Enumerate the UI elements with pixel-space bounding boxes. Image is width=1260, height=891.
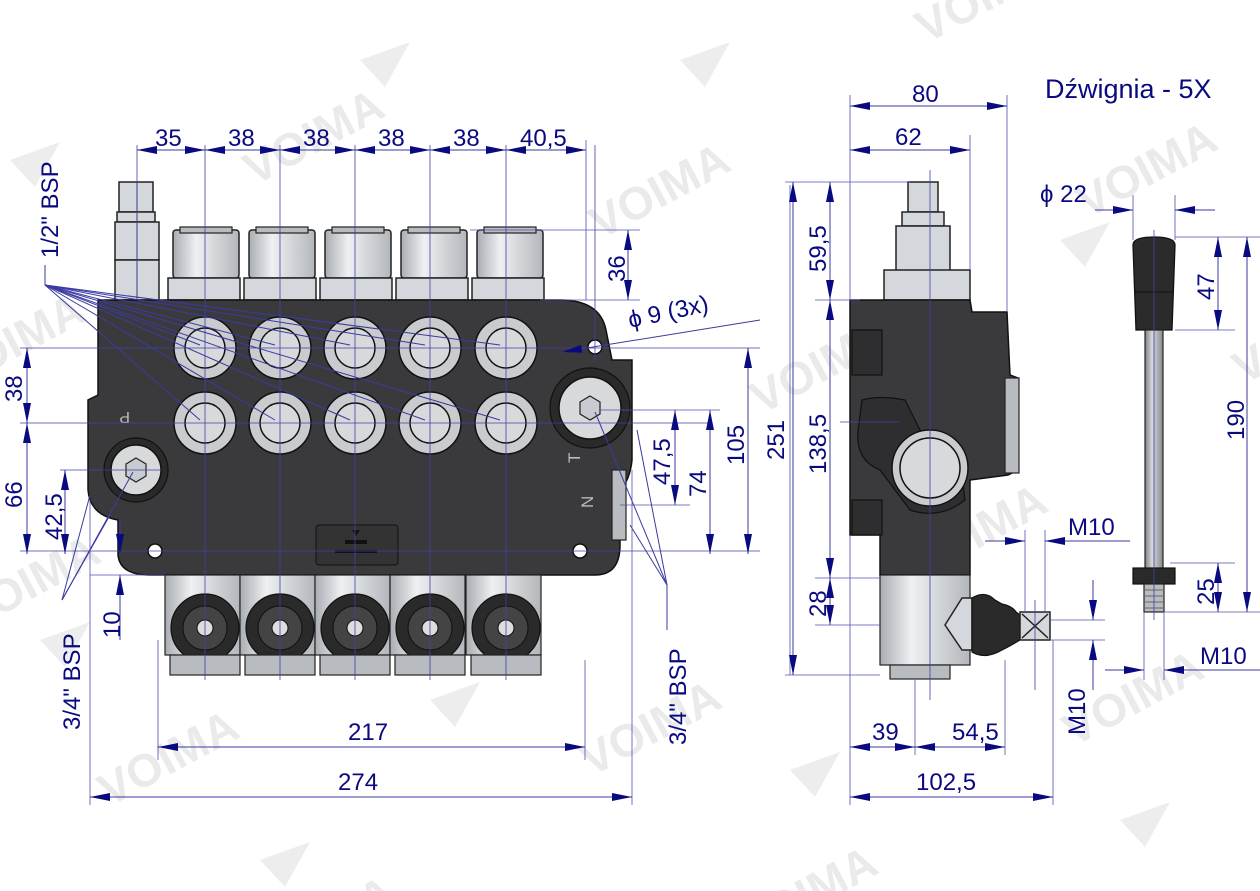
outlet-left-leaders: [61, 471, 134, 601]
left-dimensions: 38 66 42,5 10: [1, 348, 165, 640]
bottom-dimensions: 217 274: [89, 470, 633, 805]
port-letter-t: T: [565, 453, 584, 463]
dim-10: 10: [99, 611, 126, 638]
dim-102-5: 102,5: [916, 769, 976, 796]
dim-pitch-6: 40,5: [520, 125, 567, 152]
svg-text:VOIMA: VOIMA: [0, 524, 108, 641]
dim-217: 217: [348, 719, 388, 746]
nameplate: [315, 524, 399, 566]
lever-overall-height: 190: [1223, 400, 1250, 440]
dim-62: 62: [895, 124, 922, 151]
svg-text:VOIMA: VOIMA: [907, 0, 1065, 53]
outlet-port-label-left: 3/4" BSP: [59, 633, 86, 730]
outlet-port-label-right: 3/4" BSP: [665, 648, 692, 745]
dim-105: 105: [723, 425, 750, 465]
lever-knob-height: 47: [1193, 273, 1220, 300]
svg-text:VOIMA: VOIMA: [728, 835, 886, 891]
dim-47-5: 47,5: [649, 438, 676, 485]
thread-m10-horizontal: M10: [1068, 514, 1115, 541]
dim-42-5: 42,5: [41, 493, 68, 540]
dim-251-front: 251: [763, 420, 790, 460]
dim-74: 74: [685, 470, 712, 497]
dim-pitch-2: 38: [228, 125, 255, 152]
t-port-plug: [549, 367, 631, 449]
dim-pitch-5: 38: [453, 125, 480, 152]
dim-80: 80: [912, 81, 939, 108]
dim-66: 66: [1, 481, 28, 508]
dim-59-5: 59,5: [805, 225, 832, 272]
side-view: 80 62 59,5 138,5 28 39 54,5 102,5 M10: [785, 81, 1130, 805]
dim-39: 39: [872, 719, 899, 746]
side-centerlines: [840, 170, 1036, 700]
mount-hole-callout: ϕ 9 (3x): [626, 291, 711, 334]
dim-38-left: 38: [1, 375, 28, 402]
inlet-port-label: 1/2" BSP: [37, 161, 64, 258]
dim-28: 28: [805, 590, 832, 617]
lever-thread-length: 25: [1193, 578, 1220, 605]
lever-view: Dźwignia - 5X ϕ 22 47 190 25 M10: [1040, 74, 1260, 680]
lever-thread: M10: [1200, 643, 1247, 670]
front-centerlines: [20, 145, 760, 680]
svg-text:VOIMA: VOIMA: [581, 132, 739, 249]
thread-m10-vertical: M10: [1064, 688, 1091, 735]
lever-diameter: ϕ 22: [1040, 181, 1087, 208]
dim-pitch-4: 38: [378, 125, 405, 152]
svg-text:VOIMA: VOIMA: [89, 699, 247, 816]
rubber-boot: [971, 593, 1021, 657]
svg-text:VOIMA: VOIMA: [1224, 277, 1260, 394]
dim-274: 274: [338, 769, 378, 796]
front-view: P T N: [1, 125, 791, 805]
spool-caps-top: [167, 226, 545, 301]
spool-ends-bottom: [164, 574, 542, 676]
svg-text:VOIMA: VOIMA: [572, 669, 730, 786]
dim-pitch-3: 38: [303, 125, 330, 152]
inlet-leaders: [44, 265, 501, 421]
dim-pitch-1: 35: [155, 125, 182, 152]
top-pitch-dimensions: 35 38 38 38 38 40,5: [137, 125, 587, 300]
port-letter-n: N: [578, 496, 597, 508]
dim-54-5: 54,5: [952, 719, 999, 746]
port-letter-p: P: [119, 408, 130, 425]
outlet-right-leaders: [594, 411, 668, 630]
dim-36: 36: [604, 255, 631, 282]
dim-138-5: 138,5: [805, 414, 832, 474]
lever-title: Dźwignia - 5X: [1045, 74, 1212, 104]
